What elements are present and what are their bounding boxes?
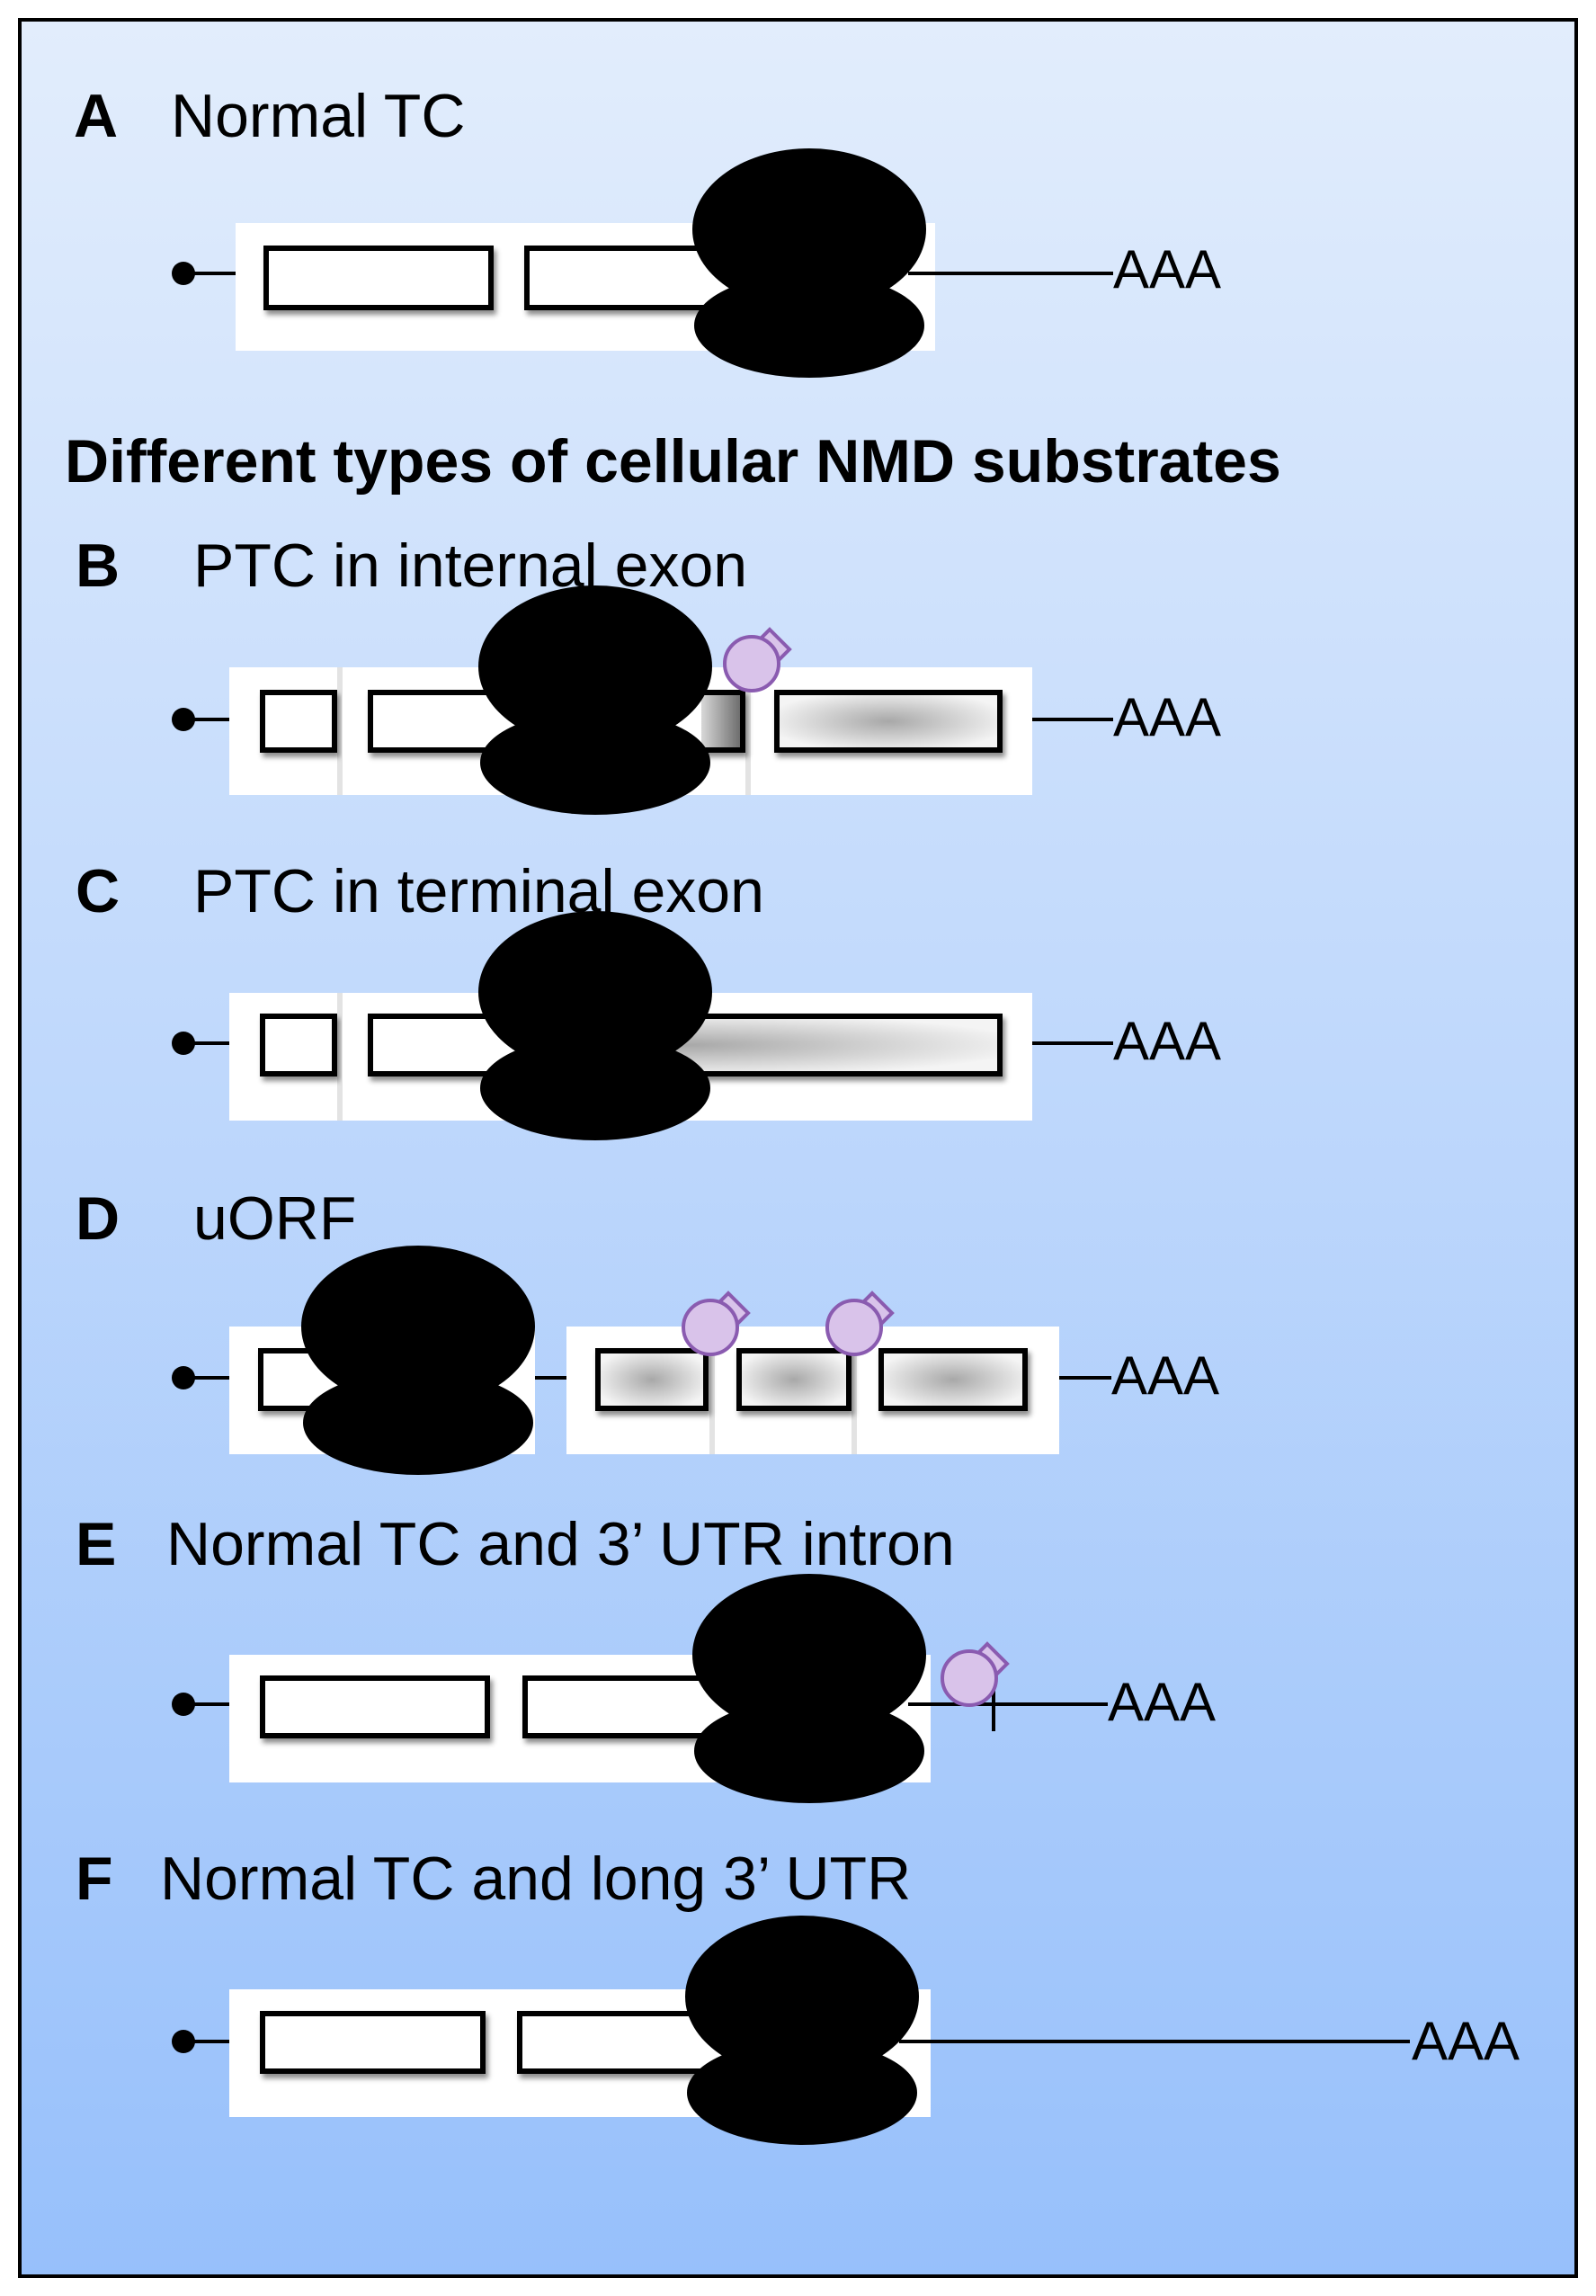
cap-icon <box>172 1693 195 1716</box>
exon-box <box>260 1014 337 1077</box>
exon-box <box>260 690 337 753</box>
cap-icon <box>172 1032 195 1055</box>
exon-box <box>260 1675 490 1738</box>
exon-box <box>260 2011 486 2074</box>
panel-f: F Normal TC and long 3’ UTR AAA <box>76 1845 1520 2145</box>
panel-letter-d: D <box>76 1184 120 1253</box>
exon-box-shaded <box>595 1348 709 1411</box>
exon-box-shaded <box>736 1348 851 1411</box>
panel-title-c: PTC in terminal exon <box>193 857 764 925</box>
polya-tail: AAA <box>1412 2011 1520 2071</box>
cap-icon <box>172 1366 195 1389</box>
panel-c: C PTC in terminal exon AAA <box>76 857 1221 1140</box>
exon-box-shaded <box>878 1348 1028 1411</box>
panel-d: D uORF AAA <box>76 1184 1219 1475</box>
figure-background <box>18 18 1578 2278</box>
polya-tail: AAA <box>1113 239 1221 299</box>
ribosome-icon <box>478 585 712 815</box>
panel-b: B PTC in internal exon AAA <box>76 532 1221 815</box>
ribosome-icon <box>685 1916 919 2145</box>
panel-letter-b: B <box>76 532 120 600</box>
polya-tail: AAA <box>1108 1672 1216 1732</box>
panel-title-d: uORF <box>193 1184 356 1253</box>
panel-title-e: Normal TC and 3’ UTR intron <box>166 1510 955 1578</box>
panel-letter-c: C <box>76 857 120 925</box>
cap-icon <box>172 262 195 285</box>
exon-box <box>263 246 494 310</box>
ribosome-icon <box>301 1246 535 1475</box>
panel-title-f: Normal TC and long 3’ UTR <box>160 1845 911 1913</box>
panel-a: A Normal TC AAA <box>74 82 1221 378</box>
section-heading: Different types of cellular NMD substrat… <box>65 427 1281 496</box>
panel-letter-a: A <box>74 82 118 150</box>
ribosome-icon <box>692 1574 926 1803</box>
cap-icon <box>172 2030 195 2053</box>
panel-title-a: Normal TC <box>171 82 465 150</box>
cap-icon <box>172 708 195 731</box>
panel-e: E Normal TC and 3’ UTR intron AAA <box>76 1510 1216 1803</box>
polya-tail: AAA <box>1113 1011 1221 1071</box>
panel-letter-e: E <box>76 1510 116 1578</box>
exon-box-shaded <box>774 690 1003 753</box>
exon-shaded-tail <box>701 695 740 747</box>
panel-letter-f: F <box>76 1845 113 1913</box>
panel-title-b: PTC in internal exon <box>193 532 747 600</box>
ribosome-icon <box>692 148 926 378</box>
polya-tail: AAA <box>1111 1345 1219 1406</box>
ribosome-icon <box>478 911 712 1140</box>
polya-tail: AAA <box>1113 687 1221 747</box>
